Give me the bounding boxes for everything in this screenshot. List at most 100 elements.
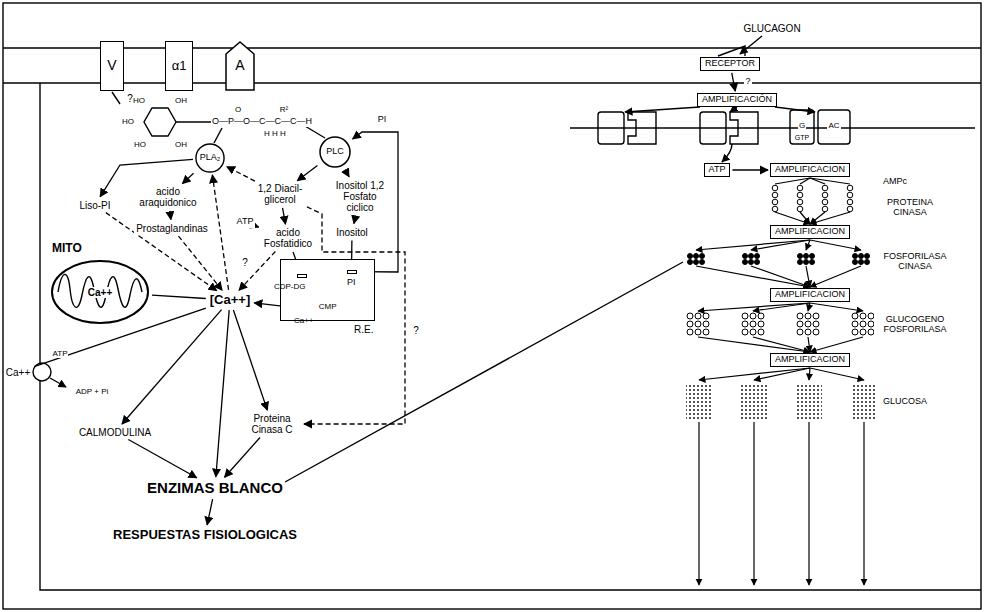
molecule-dot (694, 254, 699, 259)
connector (239, 251, 275, 290)
atp-box: ATP (704, 163, 731, 177)
node-text: V (107, 58, 116, 73)
connector (128, 439, 196, 477)
cascade-line (800, 212, 810, 224)
cascade-line (698, 303, 810, 311)
molecule-dot (743, 254, 748, 259)
node-text: RECEPTOR (705, 59, 755, 69)
molecule-dot (865, 254, 870, 259)
molecule-dot (847, 206, 853, 212)
molecule-dot (853, 260, 858, 265)
node-text: Inositol (336, 227, 368, 238)
molecule-dot (772, 206, 778, 212)
chem-group: OH (174, 97, 188, 106)
cascade-line (753, 337, 810, 352)
chem-group: HO (121, 118, 135, 127)
molecule-dot (804, 260, 809, 265)
glucose-block (851, 383, 877, 419)
cascade-line (810, 337, 863, 352)
outer-membrane (52, 261, 148, 323)
node-text: Ca++ (6, 367, 30, 378)
question-mark: ? (412, 325, 420, 336)
effector: Proteina Cinasa C (242, 412, 302, 436)
molecule-dot (703, 329, 709, 335)
g-protein (598, 112, 656, 144)
bond-line (214, 128, 222, 143)
connector (216, 310, 229, 477)
molecule-dot (758, 313, 764, 319)
connector (354, 215, 356, 223)
molecule-dot (687, 329, 693, 335)
molecule-dot (755, 254, 760, 259)
question-mark: ? (744, 77, 751, 87)
cascade-line (810, 303, 863, 311)
molecule-dot (822, 206, 828, 212)
cascade-line (753, 422, 754, 585)
connector (227, 167, 255, 181)
molecule-dot (772, 185, 778, 191)
circle-shape (320, 137, 350, 167)
node-text: AMPLIFICACION (775, 227, 845, 237)
drawing-stroke (790, 110, 814, 144)
frame (3, 3, 981, 609)
amplification-box: AMPLIFICACION (770, 288, 850, 302)
chem-group: HO (132, 97, 146, 106)
membrane-line (3, 47, 981, 48)
cascade-line (810, 178, 850, 184)
ion-label: Ca++ (310, 309, 314, 311)
question-mark: ? (241, 257, 249, 268)
amplification-box: AMPLIFICACION (770, 353, 850, 367)
responses: RESPUESTAS FISIOLOGICAS (111, 527, 299, 543)
node-text: R.E. (354, 324, 373, 335)
drawing-stroke (700, 112, 726, 144)
outer-frame (3, 3, 981, 609)
cascade-line (808, 303, 810, 311)
node-text: α1 (172, 59, 187, 73)
subunit-label: G (798, 122, 806, 131)
molecule-dot (859, 254, 864, 259)
drawing-stroke (818, 110, 850, 144)
cascade-line (754, 368, 810, 380)
cascade-line (808, 422, 809, 585)
molecule-dot (749, 260, 754, 265)
subunit-label: GTP (794, 134, 810, 142)
receptor-box: V (100, 41, 124, 91)
molecule-dot (804, 254, 809, 259)
node-text: CDP-DG (274, 283, 306, 292)
molecule-dot (750, 321, 756, 327)
connector (233, 310, 267, 410)
calcium-pool: [Ca++] (208, 292, 252, 308)
pump-label: ADP + Pi (75, 388, 110, 397)
molecule-dot (810, 260, 815, 265)
molecule-dot (805, 321, 811, 327)
molecule-dot (847, 199, 853, 205)
chem-chain: O—P—O—C—C—C—H (211, 117, 313, 127)
hormone-label: GLUCAGON (742, 23, 801, 34)
molecule-dot (688, 260, 693, 265)
connector (207, 499, 212, 525)
pump-label: ATP (52, 350, 69, 359)
molecule-dot (805, 313, 811, 319)
node-text: Proteina Cinasa C (244, 413, 300, 435)
molecule-dot (749, 254, 754, 259)
metabolite: Liso-PI (77, 199, 112, 212)
node-text: 1,2 Diacil-glicerol (255, 183, 306, 205)
connector (212, 175, 228, 290)
inner-membrane (570, 127, 975, 128)
cascade-line (696, 266, 810, 287)
molecule-dot (859, 260, 864, 265)
node-text: Liso-PI (79, 200, 110, 211)
cascade-dots (686, 178, 877, 585)
g-protein (700, 112, 758, 144)
cascade-line (810, 212, 850, 224)
molecule-dot (852, 313, 858, 319)
molecule-dot (810, 254, 815, 259)
molecule-dot (695, 329, 701, 335)
molecule-dot (694, 260, 699, 265)
node-text: CALMODULINA (79, 427, 151, 438)
node-text: Inositol 1,2 Fosfato ciclico (332, 180, 388, 213)
cascade-label: PROTEINA CINASA (869, 198, 951, 218)
molecule-dot (847, 192, 853, 198)
node-text: ATP (237, 217, 254, 227)
atp-arc (722, 144, 732, 162)
